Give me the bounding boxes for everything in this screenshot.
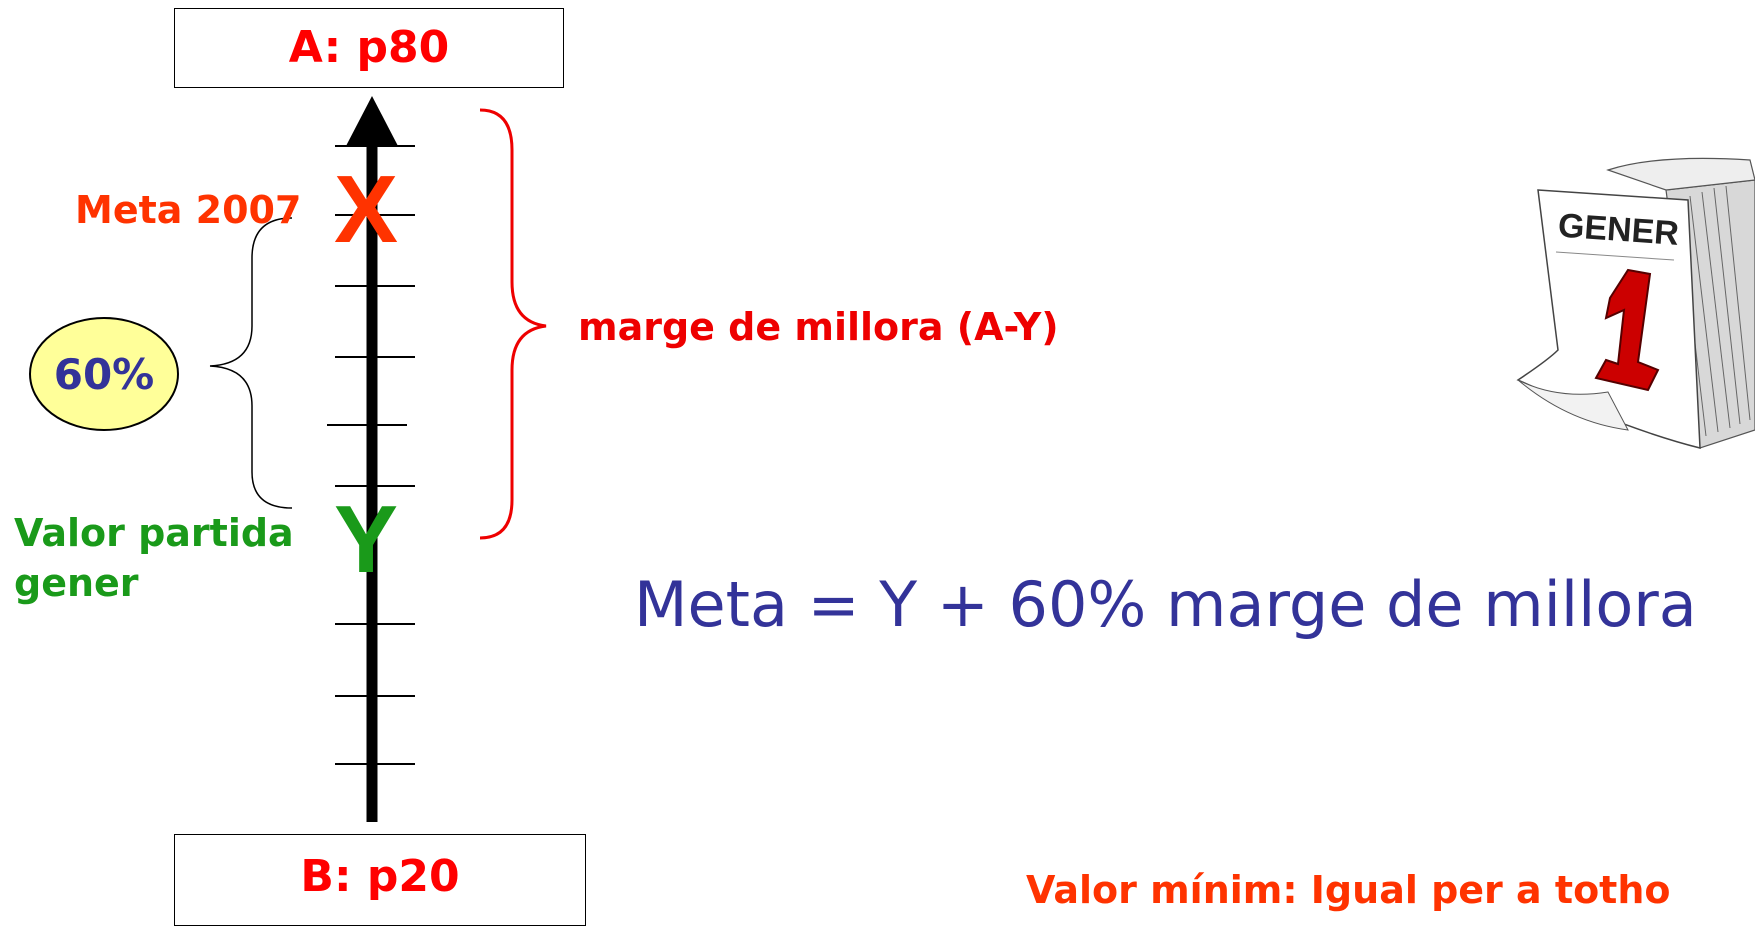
percent-ellipse <box>29 317 179 431</box>
formula-text: Meta = Y + 60% marge de millora <box>634 568 1697 641</box>
meta-x-marker: X <box>334 156 399 263</box>
axis-arrowhead <box>346 96 398 146</box>
left-brace <box>209 217 293 509</box>
calendar-page-icon: GENER <box>1516 157 1755 449</box>
calendar-month: GENER <box>1557 207 1680 253</box>
start-value-label: Valor partida gener <box>14 508 294 608</box>
calendar-day-number <box>1594 268 1660 392</box>
percent-label: 60% <box>53 349 155 399</box>
axis-ticks <box>327 145 415 765</box>
right-brace <box>479 108 547 540</box>
minimum-value-note: Valor mínim: Igual per a totho <box>1026 868 1671 912</box>
bottom-box-label: B: p20 <box>300 851 460 902</box>
top-box-label: A: p80 <box>288 22 450 73</box>
bottom-box-p20: B: p20 <box>174 834 586 926</box>
top-box-p80: A: p80 <box>174 8 564 88</box>
improvement-margin-label: marge de millora (A-Y) <box>578 305 1059 349</box>
meta-2007-label: Meta 2007 <box>75 188 302 232</box>
start-value-label-line1: Valor partida <box>14 511 294 555</box>
start-y-marker: Y <box>334 486 399 593</box>
start-value-label-line2: gener <box>14 561 139 605</box>
